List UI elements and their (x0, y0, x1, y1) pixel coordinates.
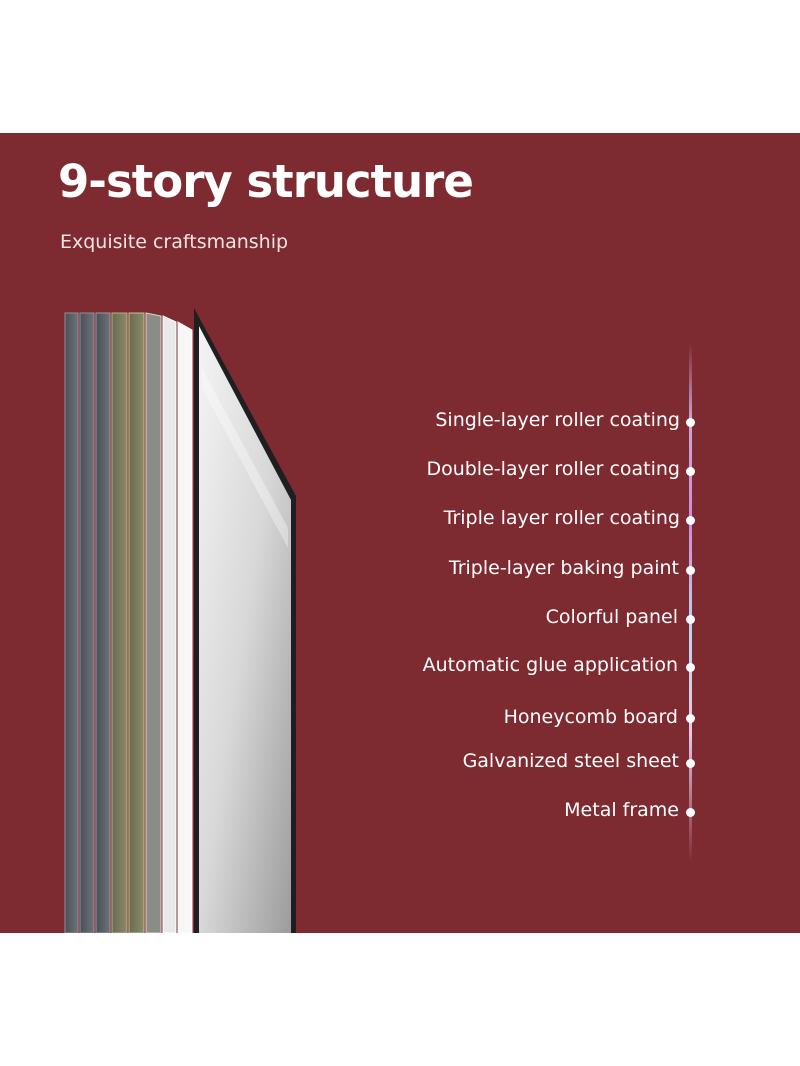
layered-panel-illustration (64, 308, 296, 933)
layer-dot-4 (686, 566, 695, 575)
page-title: 9-story structure (58, 155, 474, 208)
layer-dot-3 (686, 516, 695, 525)
page-subtitle: Exquisite craftsmanship (60, 231, 289, 253)
front-highlight (202, 368, 288, 548)
layer-label-1: Single-layer roller coating (435, 409, 680, 431)
layer-dot-9 (686, 808, 695, 817)
layer-sheet-3 (95, 312, 111, 933)
layer-label-2: Double-layer roller coating (426, 458, 680, 480)
layer-dot-1 (686, 418, 695, 427)
layer-sheet-6 (145, 312, 162, 933)
layer-sheet-7 (162, 315, 177, 933)
layer-label-8: Galvanized steel sheet (462, 750, 679, 772)
layer-label-5: Colorful panel (545, 606, 678, 628)
layer-label-6: Automatic glue application (422, 654, 678, 676)
structure-panel: 9-story structure Exquisite craftsmanshi… (0, 133, 800, 933)
layer-label-9: Metal frame (564, 799, 679, 821)
layer-sheet-1 (64, 312, 79, 933)
layer-dot-2 (686, 467, 695, 476)
layer-dot-8 (686, 759, 695, 768)
layer-dot-6 (686, 663, 695, 672)
layer-sheet-4 (111, 312, 128, 933)
layer-label-7: Honeycomb board (503, 706, 678, 728)
layer-sheet-5 (128, 312, 145, 933)
layer-sheet-8 (177, 321, 193, 933)
layer-label-4: Triple-layer baking paint (448, 557, 679, 579)
layer-label-3: Triple layer roller coating (443, 507, 680, 529)
layer-dot-7 (686, 714, 695, 723)
layer-dot-5 (686, 615, 695, 624)
layer-sheet-2 (79, 312, 95, 933)
front-glass-face (199, 326, 291, 933)
layer-connector-line (689, 343, 692, 863)
